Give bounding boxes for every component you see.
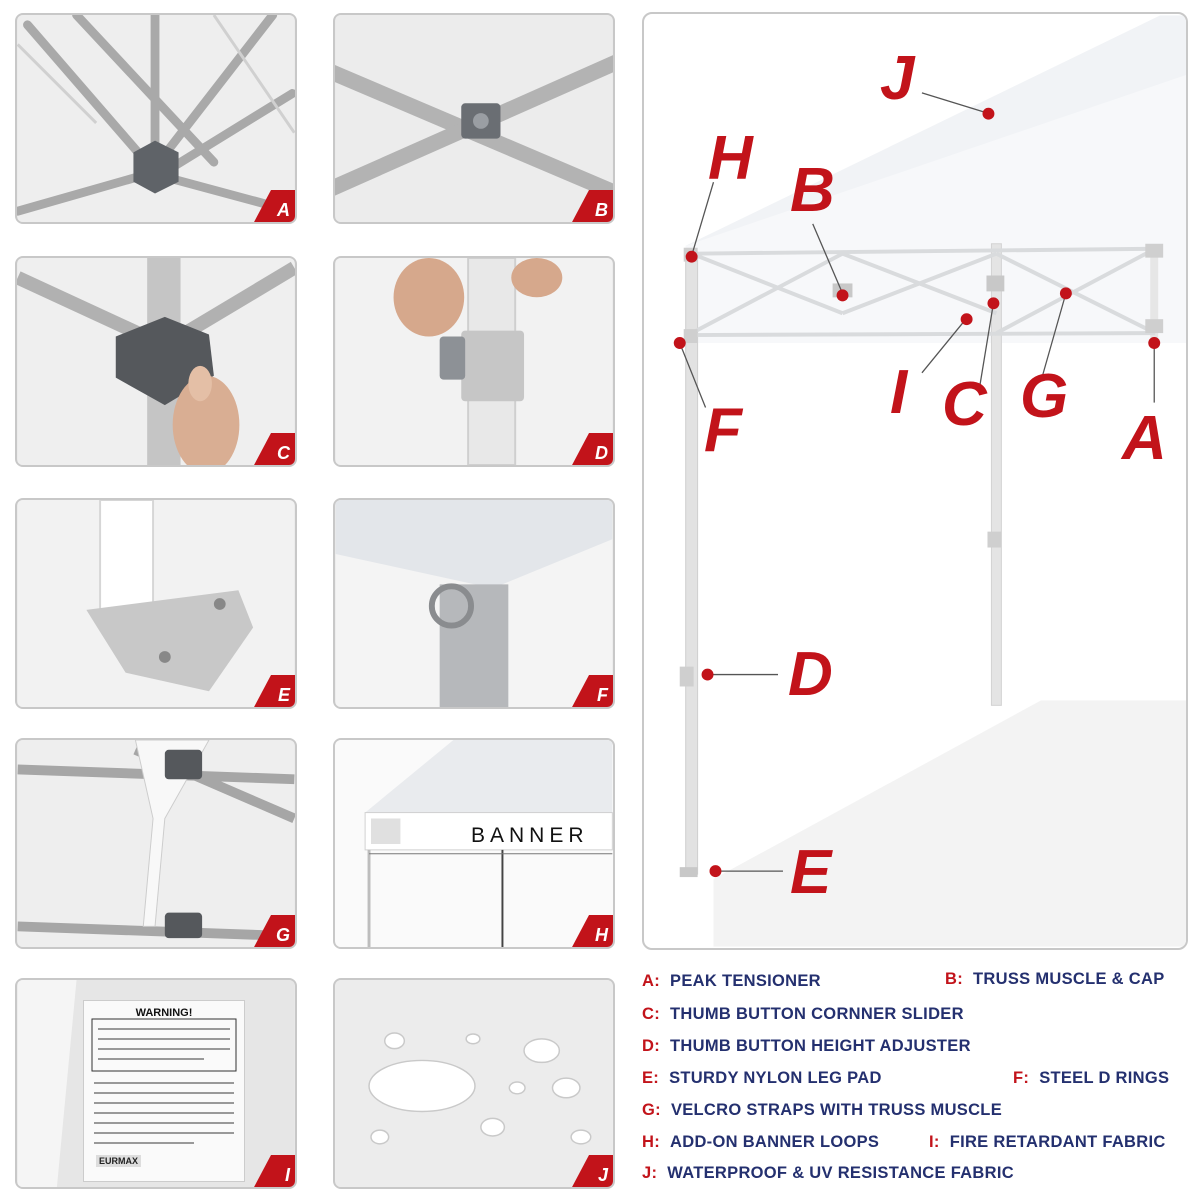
tile-badge-d: D: [571, 433, 613, 465]
warning-title: WARNING!: [135, 1007, 193, 1019]
canopy-diagram: J H B F I C G A D E: [642, 12, 1188, 950]
waterproof-fabric-photo: [335, 980, 613, 1187]
feature-legend: A:PEAK TENSIONER B:TRUSS MUSCLE & CAP C:…: [642, 964, 1192, 1194]
hub-photo: [17, 15, 295, 222]
callout-f: F: [704, 396, 742, 465]
detail-tile-a: A: [15, 13, 297, 224]
tile-label: J: [597, 1165, 608, 1185]
corner-slider-photo: [17, 258, 295, 465]
legend-item-a: A:PEAK TENSIONER: [642, 972, 821, 990]
legend-item-j: J:WATERPROOF & UV RESISTANCE FABRIC: [642, 1164, 1014, 1182]
callout-i: I: [890, 358, 908, 427]
tile-label: B: [595, 200, 608, 220]
tile-badge-a: A: [253, 190, 295, 222]
tile-badge-i: I: [253, 1155, 295, 1187]
callout-b: B: [790, 156, 835, 225]
legend-item-h: H:ADD-ON BANNER LOOPS: [642, 1133, 880, 1151]
tile-label: E: [277, 685, 290, 705]
detail-tile-h: BANNER H: [333, 738, 615, 949]
tile-label: H: [595, 925, 608, 945]
tile-label: G: [275, 925, 290, 945]
tile-label: C: [277, 443, 290, 463]
callout-h: H: [708, 124, 753, 193]
tile-label: F: [597, 685, 608, 705]
height-adjuster-photo: [335, 258, 613, 465]
legend-item-c: C:THUMB BUTTON CORNNER SLIDER: [642, 1005, 964, 1023]
banner-word: BANNER: [471, 824, 589, 847]
detail-tile-e: E: [15, 498, 297, 709]
callout-e: E: [790, 838, 832, 907]
legend-item-d: D:THUMB BUTTON HEIGHT ADJUSTER: [642, 1037, 971, 1055]
brand-logo: EURMAX: [96, 1155, 142, 1167]
legend-item-f: F:STEEL D RINGS: [1013, 1069, 1170, 1087]
callout-c: C: [942, 370, 987, 439]
detail-tile-f: F: [333, 498, 615, 709]
legend-item-e: E:STURDY NYLON LEG PAD: [642, 1069, 882, 1087]
tile-badge-b: B: [571, 190, 613, 222]
tile-badge-c: C: [253, 433, 295, 465]
legend-item-i: I:FIRE RETARDANT FABRIC: [929, 1133, 1166, 1151]
tile-badge-e: E: [253, 675, 295, 707]
detail-tile-i: WARNING! EURMAX I: [15, 978, 297, 1189]
tile-badge-f: F: [571, 675, 613, 707]
tile-label: I: [284, 1165, 290, 1185]
leg-pad-photo: [17, 500, 295, 707]
warning-label: WARNING! EURMAX: [83, 1000, 245, 1182]
detail-tile-c: C: [15, 256, 297, 467]
d-ring-photo: [335, 500, 613, 707]
legend-item-b: B:TRUSS MUSCLE & CAP: [945, 970, 1165, 988]
tile-label: D: [595, 443, 608, 463]
banner-photo: [335, 740, 613, 947]
detail-tile-g: G: [15, 738, 297, 949]
legend-item-g: G:VELCRO STRAPS WITH TRUSS MUSCLE: [642, 1101, 1002, 1119]
callout-d: D: [788, 640, 833, 709]
detail-tile-j: J: [333, 978, 615, 1189]
detail-tile-d: D: [333, 256, 615, 467]
tile-badge-h: H: [571, 915, 613, 947]
callout-a: A: [1122, 404, 1167, 473]
tile-label: A: [277, 200, 290, 220]
tile-badge-g: G: [253, 915, 295, 947]
canopy-illustration: [673, 15, 1186, 947]
truss-photo: [335, 15, 613, 222]
detail-tile-b: B: [333, 13, 615, 224]
velcro-strap-photo: [17, 740, 295, 947]
callout-j: J: [880, 44, 915, 113]
callout-g: G: [1020, 362, 1069, 431]
tile-badge-j: J: [571, 1155, 613, 1187]
